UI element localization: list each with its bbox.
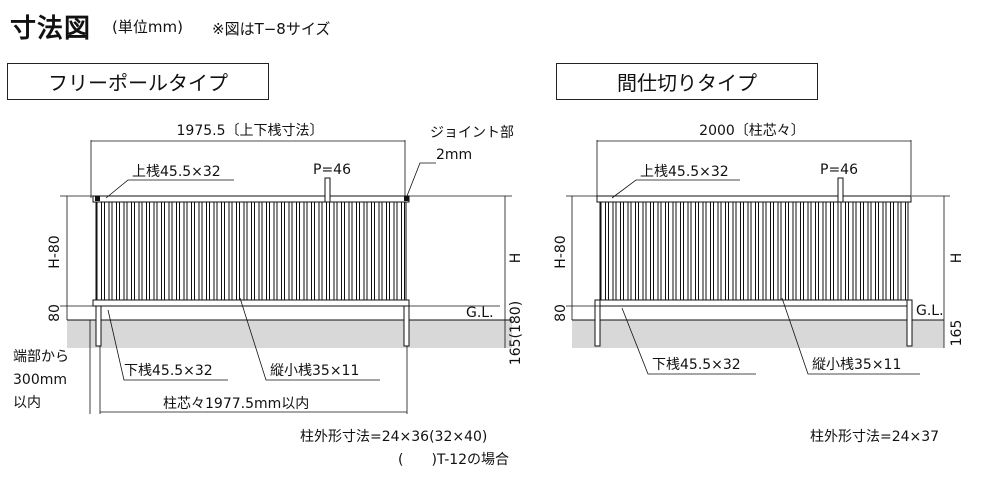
depth-label: 165(180) xyxy=(508,301,524,365)
h80-label: H-80 xyxy=(47,235,63,268)
post-right xyxy=(906,299,913,347)
joint-leader xyxy=(406,162,436,197)
bottom-rail xyxy=(92,299,410,307)
top-rail-label: 上桟45.5×32 xyxy=(640,164,729,180)
size-note: ※図はT−8サイズ xyxy=(212,20,331,38)
post-size-label: 柱外形寸法=24×36(32×40) xyxy=(300,429,487,445)
top-rail-leader xyxy=(105,179,234,199)
h80-label: H-80 xyxy=(553,235,569,268)
partition-type-label: 間仕切りタイプ xyxy=(556,63,818,100)
depth-label: 165 xyxy=(949,320,965,347)
pitch-marker xyxy=(837,177,844,203)
post-size-note: ( )T-12の場合 xyxy=(398,452,509,468)
joint-label: ジョイント部 xyxy=(430,125,514,141)
edge-note-line1: 端部から xyxy=(13,349,69,365)
joint-marker-right xyxy=(404,196,409,201)
slat-label: 縦小桟35×11 xyxy=(270,363,359,379)
slat-leader xyxy=(781,297,920,375)
slat-label: 縦小桟35×11 xyxy=(812,357,901,373)
top-dimension-text: 1975.5〔上下桟寸法〕 xyxy=(177,123,324,139)
ground-fill xyxy=(572,320,944,348)
slat-leader xyxy=(239,297,380,381)
joint-marker-left xyxy=(95,196,100,201)
joint-size-label: 2mm xyxy=(436,147,472,163)
pitch-label: P=46 xyxy=(313,162,351,178)
slat-panel xyxy=(95,201,407,301)
edge-note-line3: 以内 xyxy=(13,395,41,411)
dim80-label: 80 xyxy=(553,304,569,322)
bottom-rail-label: 下桟45.5×32 xyxy=(652,357,741,373)
slat-panel xyxy=(599,201,909,301)
bottom-rail-leader xyxy=(621,307,756,375)
post-size-label: 柱外形寸法=24×37 xyxy=(810,429,939,445)
pitch-marker xyxy=(324,177,331,203)
top-rail xyxy=(92,195,410,203)
bottom-rail xyxy=(596,299,912,307)
bottom-rail-leader xyxy=(107,309,228,381)
post-left xyxy=(95,305,102,347)
ground-fill xyxy=(67,320,512,348)
top-rail-leader xyxy=(611,179,740,199)
top-rail-label: 上桟45.5×32 xyxy=(132,164,221,180)
post-span-label: 柱芯々1977.5mm以内 xyxy=(163,396,309,412)
top-dimension-text: 2000〔柱芯々〕 xyxy=(699,123,805,139)
pitch-label: P=46 xyxy=(820,162,858,178)
top-rail xyxy=(596,195,912,203)
h-label: H xyxy=(508,253,524,264)
h-label: H xyxy=(949,253,965,264)
gl-label: G.L. xyxy=(916,303,944,319)
unit-label: (単位mm) xyxy=(112,18,183,36)
free-pole-drawing: 1975.5〔上下桟寸法〕 ジョイント部 2mm 上桟45.5×32 P=46 … xyxy=(13,123,524,468)
dim80-label: 80 xyxy=(47,304,63,322)
edge-note-line2: 300mm xyxy=(13,372,67,388)
bottom-rail-label: 下桟45.5×32 xyxy=(124,363,213,379)
free-pole-type-label: フリーポールタイプ xyxy=(7,63,269,100)
page-title: 寸法図 xyxy=(10,14,92,44)
post-right xyxy=(403,305,410,347)
post-left xyxy=(594,299,601,347)
partition-drawing: 2000〔柱芯々〕 上桟45.5×32 P=46 H-80 80 H 165 G… xyxy=(553,123,965,445)
gl-label: G.L. xyxy=(466,305,494,321)
